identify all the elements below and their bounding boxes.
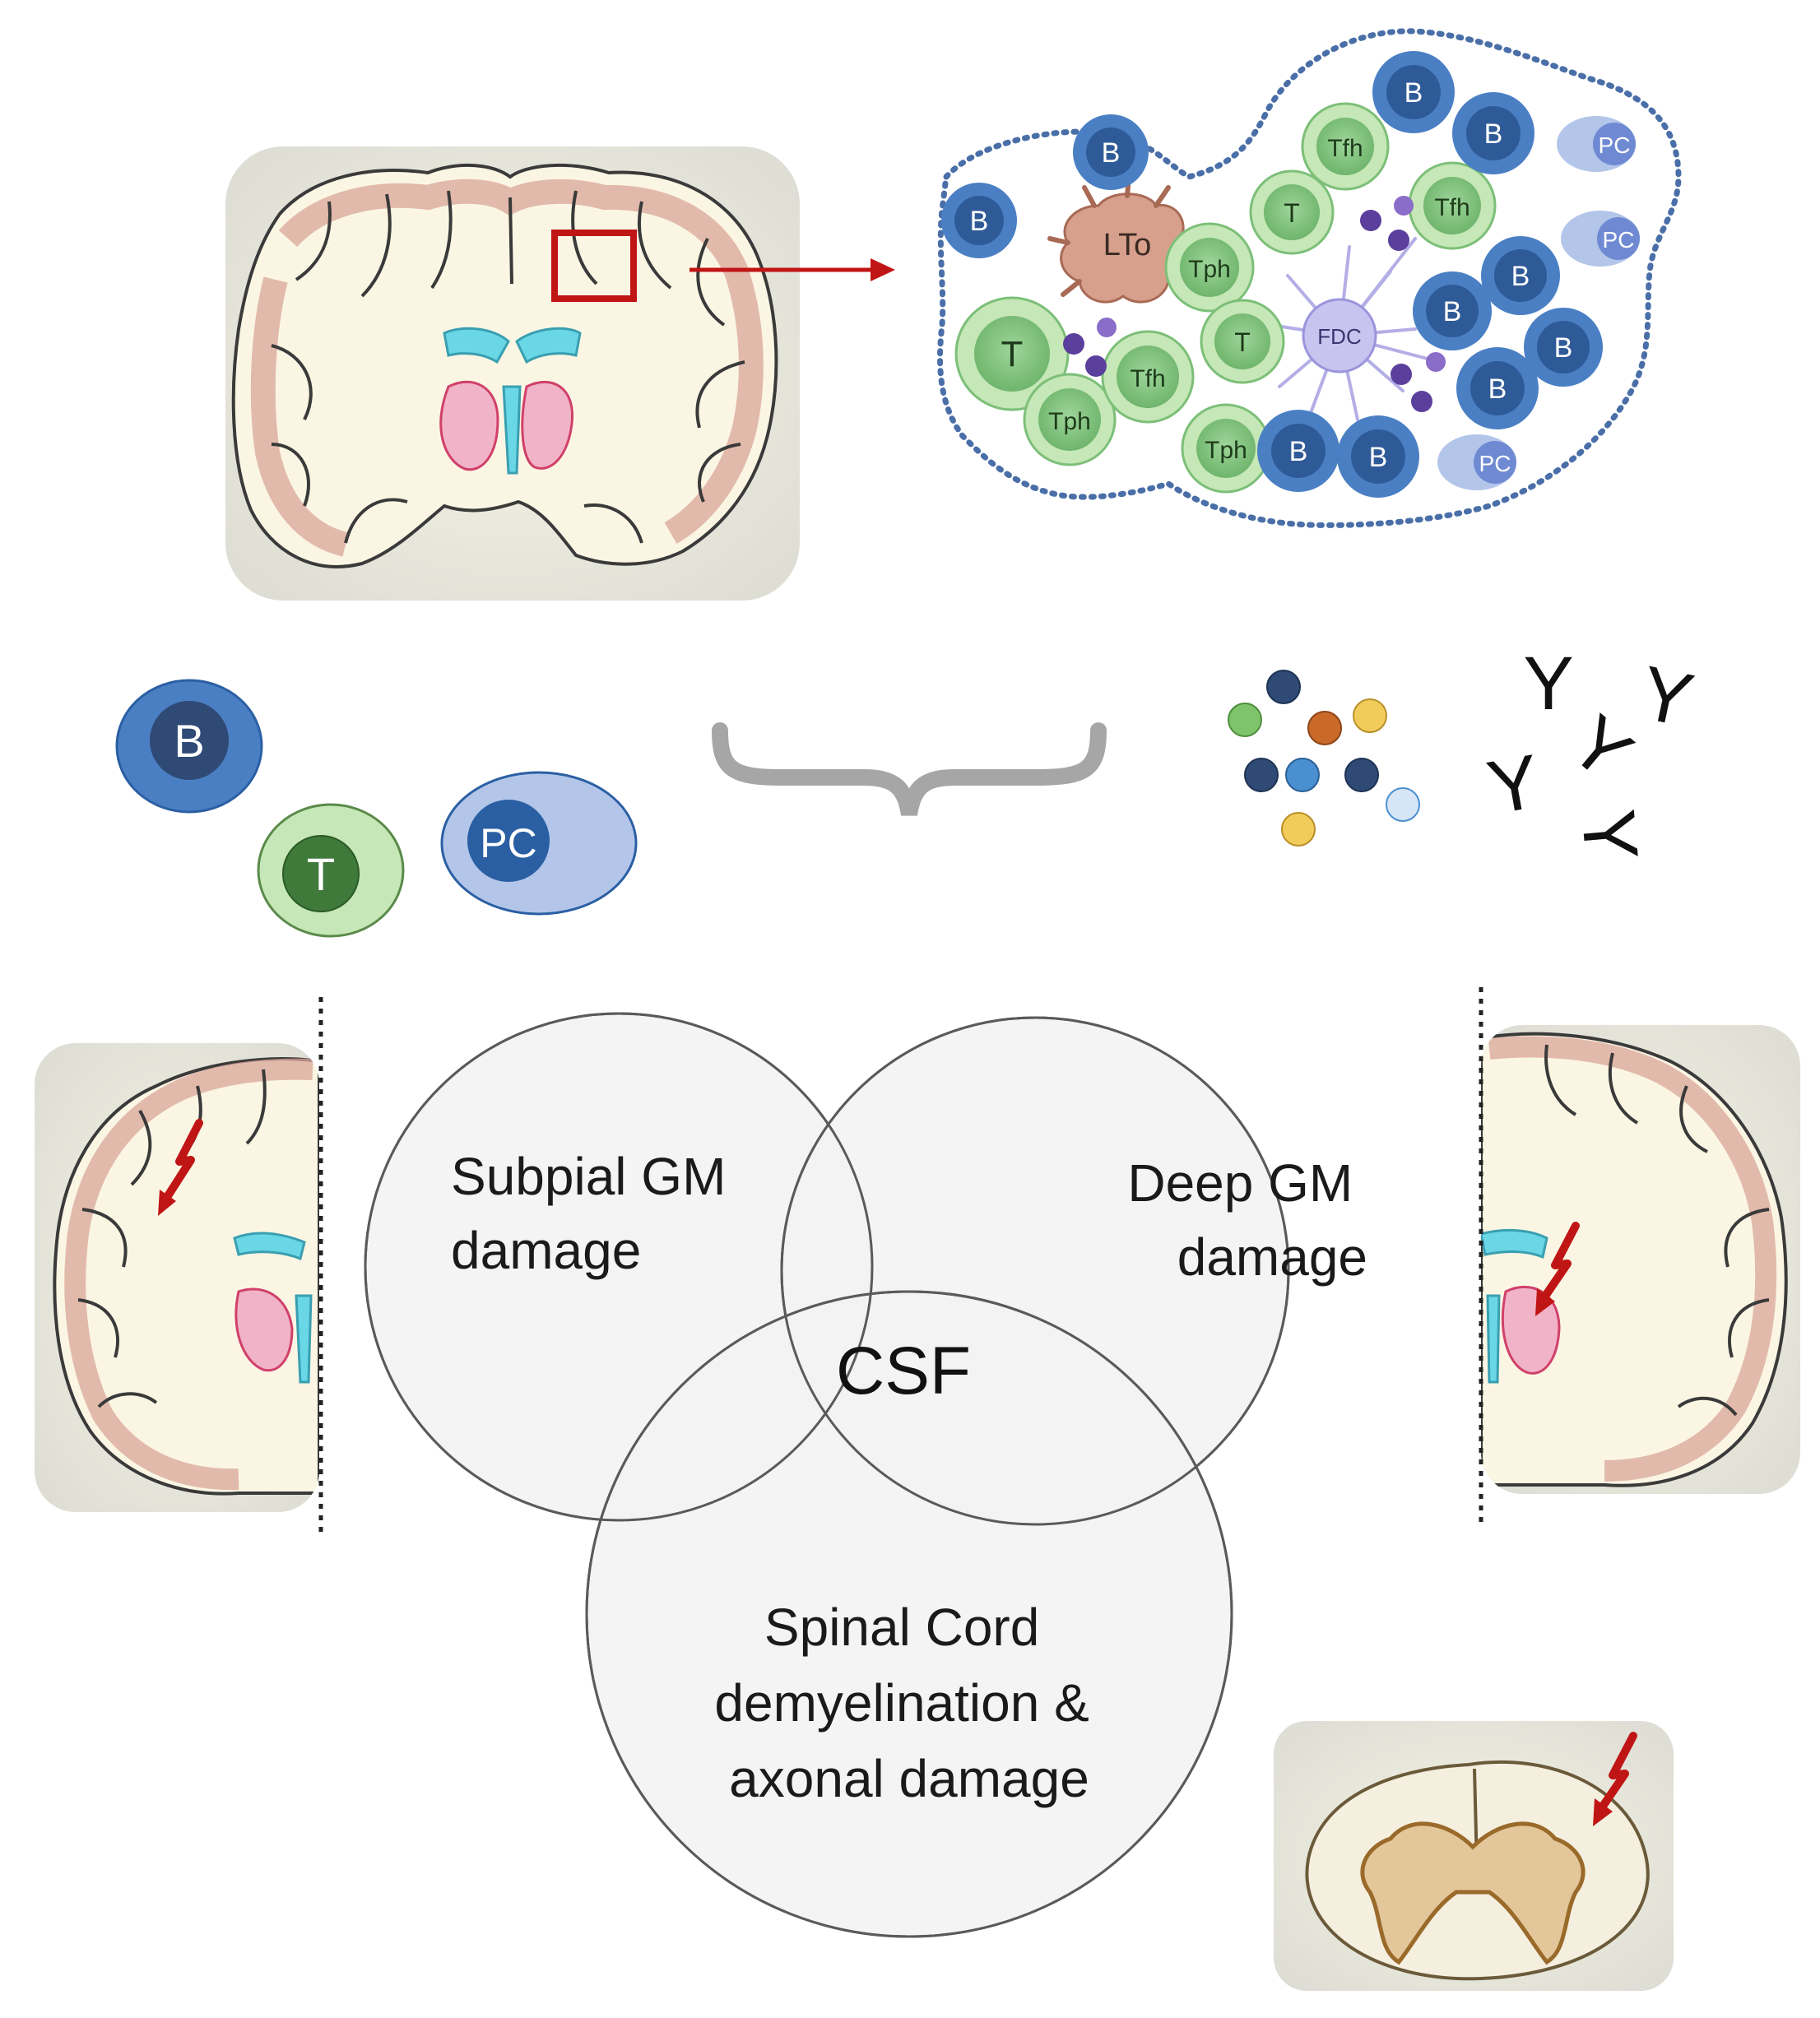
cytokine-dots	[1228, 670, 1420, 847]
b-cell: B	[1413, 271, 1492, 350]
b-label: B	[1102, 137, 1121, 169]
b-label: B	[1488, 373, 1507, 405]
b-label: B	[1289, 436, 1308, 467]
b-cell: B	[1257, 410, 1339, 492]
t-label: T	[1001, 334, 1024, 374]
brain-photo-left	[35, 1043, 319, 1512]
legend-t-label: T	[307, 848, 335, 900]
lightning-arrow-icon	[158, 1119, 203, 1216]
venn-label-subpial: Subpial GM damage	[451, 1147, 741, 1280]
b-cell: B	[1456, 347, 1539, 429]
venn-center-label: CSF	[836, 1334, 971, 1408]
legend-b-label: B	[174, 715, 204, 767]
legend-b-cell: B	[115, 679, 263, 814]
tph-cell: Tph	[1164, 222, 1255, 313]
plasma-cell: PC	[1561, 211, 1640, 267]
pc-label: PC	[1603, 227, 1635, 253]
legend-t-cell: T	[257, 803, 405, 938]
follicle-border	[937, 28, 1682, 528]
lightning-arrow-icon	[1535, 1222, 1580, 1316]
legend-plasma-cell: PC	[440, 771, 638, 916]
spinal-cord-section-drawing	[1305, 1761, 1650, 1981]
antibody-glyph: Y	[1523, 642, 1573, 726]
b-cell: B	[1337, 415, 1419, 498]
pc-label: PC	[1599, 132, 1631, 158]
lightning-arrow-icon	[1593, 1732, 1637, 1826]
zoom-arrow	[689, 258, 895, 281]
tph-label: Tph	[1048, 408, 1091, 435]
lto-label: LTo	[1103, 228, 1151, 262]
antigen-dots	[1063, 196, 1446, 412]
b-label: B	[1554, 332, 1573, 364]
b-cell: B	[1372, 51, 1455, 133]
antibody-glyph: Y	[1482, 739, 1546, 830]
b-cell: B	[941, 183, 1017, 258]
tfh-cell: Tfh	[1301, 102, 1390, 191]
tfh-label: Tfh	[1327, 135, 1363, 162]
coronal-brain-section-drawing	[231, 163, 778, 568]
tph-cell: Tph	[1023, 373, 1117, 466]
fdc-label: FDC	[1317, 324, 1361, 349]
b-cell: B	[1481, 236, 1560, 315]
antibody-glyph: Y	[1566, 806, 1654, 864]
tfh-label: Tfh	[1130, 365, 1165, 392]
tph-label: Tph	[1205, 437, 1247, 464]
tfh-cell: Tfh	[1408, 161, 1497, 250]
b-label: B	[1443, 296, 1462, 327]
b-label: B	[1484, 118, 1503, 150]
tph-cell: Tph	[1181, 403, 1271, 494]
b-label: B	[1369, 442, 1388, 473]
brain-photo-right	[1481, 1025, 1800, 1494]
venn-label-spinal: Spinal Cord demyelination & axonal damag…	[714, 1598, 1103, 1808]
brain-photo-top	[225, 146, 800, 601]
legend-pc-label: PC	[480, 820, 536, 866]
tfh-cell: Tfh	[1101, 330, 1195, 424]
plasma-cell: PC	[1557, 116, 1636, 172]
b-label: B	[1404, 77, 1423, 109]
venn-diagram: Subpial GM damage Deep GM damage Spinal …	[364, 1012, 1367, 1938]
fdc-cell: FDC	[1270, 237, 1442, 421]
t-cell: T	[1200, 299, 1285, 384]
b-cell: B	[1073, 114, 1149, 190]
spinal-cord-photo	[1274, 1721, 1674, 1991]
b-cell: B	[1452, 92, 1534, 174]
zoom-box	[551, 230, 637, 302]
plasma-cell: PC	[1437, 434, 1516, 490]
b-label: B	[970, 206, 989, 237]
t-cell-large: T	[954, 296, 1070, 411]
lymphoid-follicle: FDC LTo T Tph	[937, 28, 1682, 528]
venn-label-deep: Deep GM damage	[1127, 1153, 1367, 1287]
b-cell: B	[1524, 308, 1603, 387]
tfh-label: Tfh	[1434, 194, 1469, 221]
pc-label: PC	[1479, 451, 1511, 476]
antibodies: Y Y Y Y Y	[1482, 642, 1700, 864]
t-label: T	[1284, 198, 1300, 228]
t-label: T	[1234, 327, 1251, 357]
curly-brace-icon	[712, 722, 1107, 816]
b-label: B	[1511, 261, 1530, 292]
tph-label: Tph	[1188, 256, 1231, 283]
t-cell: T	[1249, 169, 1335, 255]
